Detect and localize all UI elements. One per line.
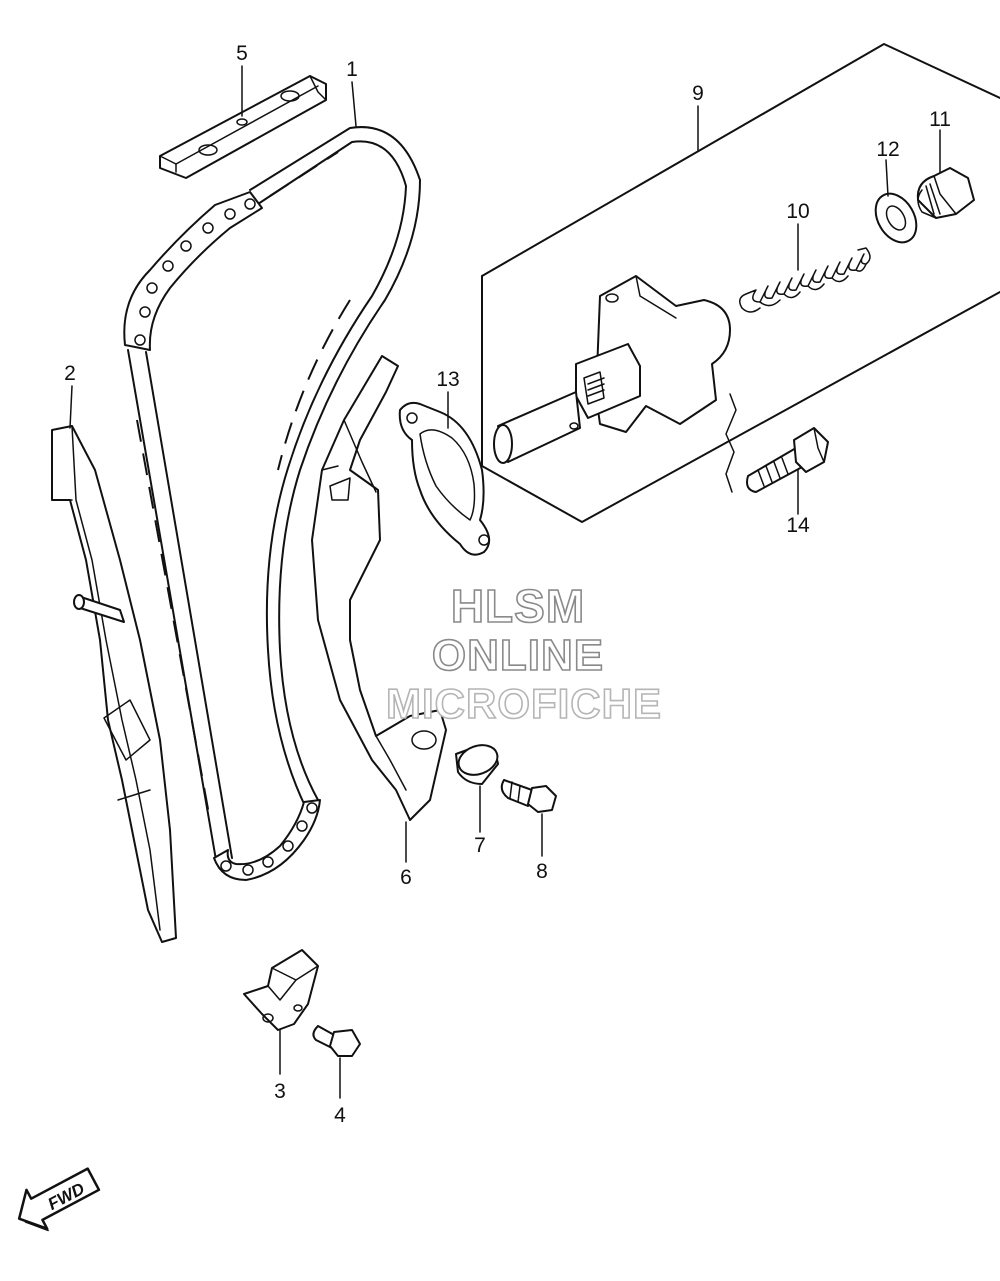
callout-1[interactable]: 1 [346, 58, 358, 81]
fwd-arrow: FWD [17, 1167, 101, 1232]
callout-14[interactable]: 14 [786, 514, 810, 537]
part-3-bracket[interactable] [243, 949, 319, 1031]
part-1-cam-chain[interactable] [123, 126, 421, 881]
part-10-spring[interactable] [739, 247, 871, 313]
part-9-tensioner-body[interactable] [493, 275, 731, 464]
part-8-bolt[interactable] [500, 779, 557, 813]
part-2-chain-guide[interactable] [51, 425, 177, 943]
part-5-guide-plate[interactable] [159, 75, 327, 179]
callout-11[interactable]: 11 [929, 108, 951, 131]
watermark-line-2: ONLINE [432, 631, 604, 680]
callout-4[interactable]: 4 [334, 1104, 346, 1127]
callout-8[interactable]: 8 [536, 860, 548, 883]
part-9-assembly-frame [481, 43, 1000, 523]
watermark: HLSM ONLINE MICROFICHE [385, 579, 662, 728]
callout-13[interactable]: 13 [436, 368, 459, 391]
callout-2[interactable]: 2 [64, 362, 76, 385]
callout-10[interactable]: 10 [786, 200, 809, 223]
part-13-gasket[interactable] [398, 401, 491, 556]
callouts: 5 1 2 13 9 10 12 11 14 6 7 8 3 4 [64, 42, 951, 1127]
part-7-collar[interactable] [454, 740, 501, 785]
part-4-bolt[interactable] [312, 1025, 361, 1057]
part-6-tensioner-arm[interactable] [311, 355, 447, 821]
part-14-bolt[interactable] [746, 427, 829, 493]
callout-5[interactable]: 5 [236, 42, 248, 65]
watermark-line-1: HLSM [451, 580, 585, 632]
callout-12[interactable]: 12 [876, 138, 899, 161]
callout-6[interactable]: 6 [400, 866, 412, 889]
leader-lines [69, 65, 941, 1099]
callout-7[interactable]: 7 [474, 834, 486, 857]
part-12-washer[interactable] [867, 186, 924, 249]
part-11-plug-bolt[interactable] [916, 167, 975, 219]
callout-9[interactable]: 9 [692, 82, 704, 105]
watermark-line-3: MICROFICHE [386, 680, 662, 727]
callout-3[interactable]: 3 [274, 1080, 286, 1103]
